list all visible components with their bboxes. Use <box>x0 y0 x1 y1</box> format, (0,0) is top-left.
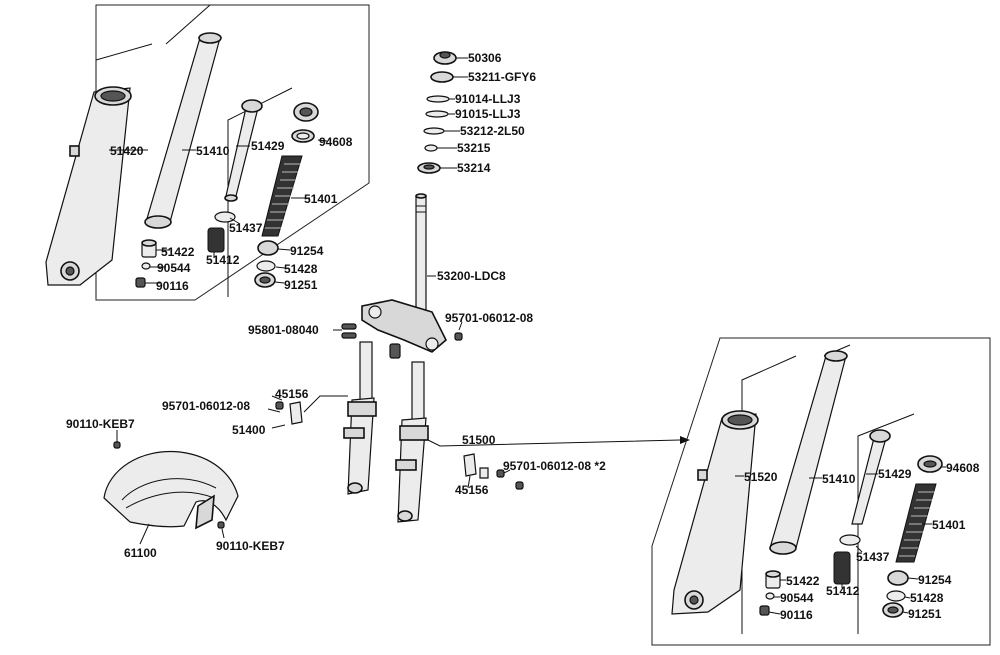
bracket-45156-left[interactable] <box>275 401 303 425</box>
rebound-spring-51412[interactable] <box>207 227 225 253</box>
fork-spring-51401[interactable] <box>261 155 303 237</box>
oil-lock-piece-51422-right[interactable] <box>765 570 781 589</box>
label-51422-right: 51422 <box>786 574 820 588</box>
label-95701-clamp: 95701-06012-08 <box>445 311 533 325</box>
fork-spring-51401-right[interactable] <box>895 483 937 563</box>
fork-outer-tube-51420[interactable] <box>45 86 132 286</box>
front-fender-61100[interactable] <box>103 450 239 530</box>
label-51410-right: 51410 <box>822 472 856 486</box>
bracket-45156-right[interactable] <box>463 453 489 479</box>
nut-50306[interactable] <box>433 51 457 65</box>
label-51412: 51412 <box>206 253 240 267</box>
washer-91015[interactable] <box>425 110 449 118</box>
fork-outer-tube-51520[interactable] <box>671 410 759 615</box>
label-90544: 90544 <box>157 261 191 275</box>
label-91251-right: 91251 <box>908 607 942 621</box>
label-51412-right: 51412 <box>826 584 860 598</box>
label-51401: 51401 <box>304 192 338 206</box>
piston-ring-51437[interactable] <box>214 211 236 223</box>
fork-inner-tube-51410[interactable] <box>144 32 222 229</box>
right-assembly-frame <box>651 337 991 646</box>
label-51428-right: 51428 <box>910 591 944 605</box>
label-94608-right: 94608 <box>946 461 980 475</box>
damper-rod-51429[interactable] <box>224 99 263 202</box>
triple-clamp[interactable] <box>361 299 447 359</box>
bolt-90116[interactable] <box>135 277 146 288</box>
bolts-95801[interactable] <box>341 323 357 339</box>
fork-leg-left-assembled[interactable] <box>343 341 377 495</box>
lock-nut-53211[interactable] <box>430 71 454 83</box>
label-90116-right: 90116 <box>780 608 813 622</box>
label-51428: 51428 <box>284 262 318 276</box>
label-61100: 61100 <box>124 546 157 560</box>
bolt-95701-right-2[interactable] <box>515 481 524 490</box>
fork-inner-tube-51410-right[interactable] <box>769 350 848 555</box>
label-90544-right: 90544 <box>780 591 814 605</box>
label-53215: 53215 <box>457 141 491 155</box>
label-53212: 53212-2L50 <box>460 124 525 138</box>
label-45156-left: 45156 <box>275 387 309 401</box>
screw-90110-bottom[interactable] <box>217 521 225 529</box>
label-90110-bottom: 90110-KEB7 <box>216 539 285 553</box>
label-51422: 51422 <box>161 245 195 259</box>
o-ring-51428[interactable] <box>256 260 276 272</box>
label-51420: 51420 <box>110 144 144 158</box>
washer-90544[interactable] <box>141 262 151 270</box>
washer-90544-right[interactable] <box>765 592 775 600</box>
label-94608: 94608 <box>319 135 353 149</box>
fork-cap-91254-right[interactable] <box>887 570 909 586</box>
o-ring-51428-right[interactable] <box>886 590 906 602</box>
label-91254: 91254 <box>290 244 324 258</box>
bearing-race-53212[interactable] <box>423 127 445 135</box>
cone-race-53214[interactable] <box>417 162 441 174</box>
ring-53215[interactable] <box>424 144 438 152</box>
label-95701-left: 95701-06012-08 <box>162 399 250 413</box>
rebound-spring-51412-right[interactable] <box>833 551 851 585</box>
oil-seal-94608-right[interactable] <box>917 455 943 473</box>
snap-ring-91251-right[interactable] <box>882 602 904 618</box>
fork-cap-91254[interactable] <box>257 240 279 256</box>
fork-leg-right-assembled[interactable] <box>395 361 429 523</box>
label-51429: 51429 <box>251 139 285 153</box>
label-51520: 51520 <box>744 470 778 484</box>
label-91015: 91015-LLJ3 <box>455 107 521 121</box>
label-50306: 50306 <box>468 51 502 65</box>
label-53200: 53200-LDC8 <box>437 269 506 283</box>
label-91254-right: 91254 <box>918 573 952 587</box>
piston-ring-51437-right[interactable] <box>839 534 861 546</box>
label-91251: 91251 <box>284 278 318 292</box>
damper-rod-51429-right[interactable] <box>851 429 891 525</box>
label-90116: 90116 <box>156 279 189 293</box>
bolt-95701-clamp[interactable] <box>454 332 463 341</box>
label-90110-top: 90110-KEB7 <box>66 417 135 431</box>
label-53211: 53211-GFY6 <box>468 70 536 84</box>
label-45156-right: 45156 <box>455 483 489 497</box>
label-51500: 51500 <box>462 433 496 447</box>
label-51429-right: 51429 <box>878 467 912 481</box>
label-91014: 91014-LLJ3 <box>455 92 521 106</box>
snap-ring-91251[interactable] <box>254 272 276 288</box>
bolt-90116-right[interactable] <box>759 605 770 616</box>
label-51410: 51410 <box>196 144 230 158</box>
screw-90110-top[interactable] <box>113 441 121 449</box>
oil-seal-94608[interactable] <box>291 102 319 143</box>
arrow-to-right-assembly <box>680 436 690 444</box>
label-95701-right: 95701-06012-08 *2 <box>503 459 606 473</box>
label-51401-right: 51401 <box>932 518 966 532</box>
bolt-95701-right[interactable] <box>496 469 505 478</box>
label-95801: 95801-08040 <box>248 323 319 337</box>
label-51437-right: 51437 <box>856 550 890 564</box>
label-51400: 51400 <box>232 423 266 437</box>
label-51437: 51437 <box>229 221 263 235</box>
washer-91014[interactable] <box>426 95 450 103</box>
oil-lock-piece-51422[interactable] <box>141 239 157 258</box>
label-53214: 53214 <box>457 161 491 175</box>
steering-stem-53200[interactable] <box>415 193 427 317</box>
